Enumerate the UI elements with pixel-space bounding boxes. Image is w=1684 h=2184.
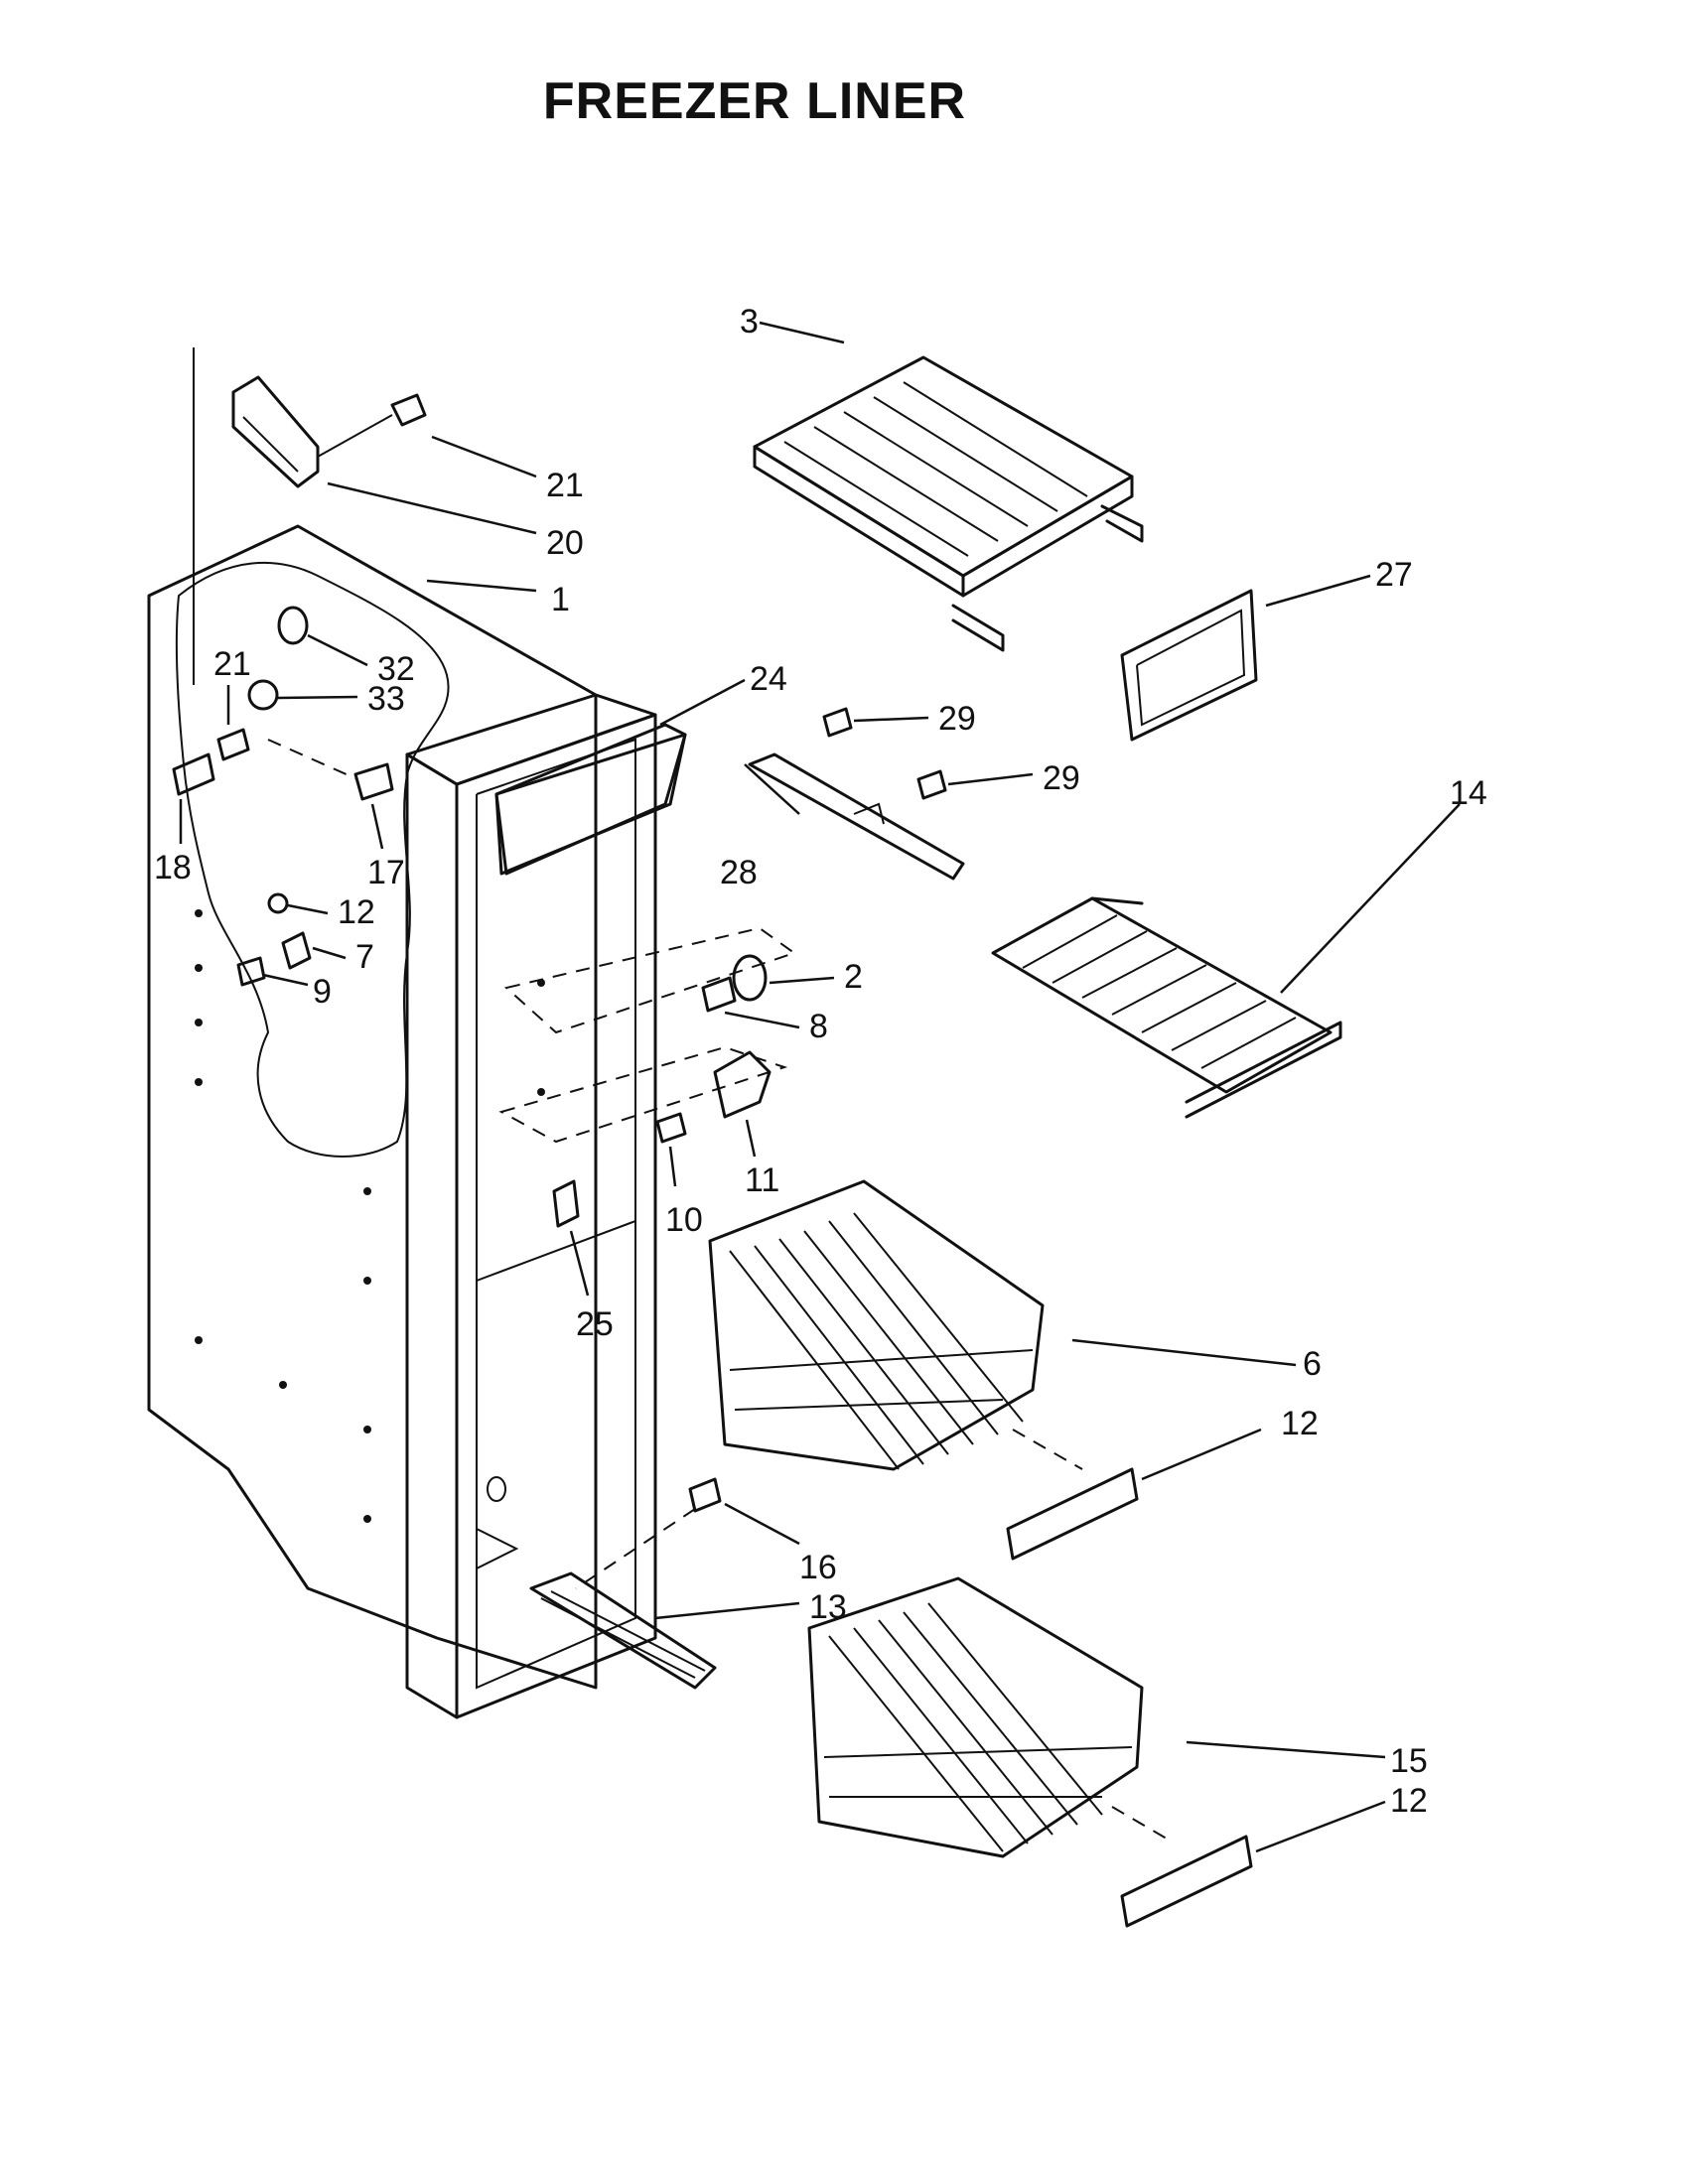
shelf-part-3 (753, 355, 1144, 652)
clip-part-18 (172, 752, 215, 796)
callout-3: 3 (740, 303, 759, 341)
callout-10: 12 (338, 893, 375, 931)
callout-15: 15 (1390, 1742, 1428, 1780)
callout-29-a: 29 (938, 700, 976, 738)
screw-part-10 (267, 892, 289, 914)
callout-18: 18 (154, 849, 192, 887)
housing-part-11 (713, 1050, 772, 1119)
freezer-liner-body (147, 524, 687, 1719)
callout-32: 32 (377, 650, 415, 688)
callout-28: 28 (720, 854, 758, 891)
callout-33: 33 (367, 680, 405, 718)
leader-lines (179, 321, 1461, 1853)
screw-part-16 (575, 1477, 722, 1589)
trim-part-24 (494, 723, 687, 876)
callout-12-lower: 12 (1390, 1782, 1428, 1820)
lamp-socket-part-32 (277, 606, 309, 645)
screw-part-21-lower (216, 728, 250, 761)
page-title: FREEZER LINER (542, 72, 967, 130)
screw-part-9-left (236, 956, 266, 987)
bracket-part-28 (748, 752, 965, 881)
callout-12-upper: 12 (1281, 1405, 1319, 1442)
grille-part-13 (529, 1571, 717, 1690)
connector-part-25 (552, 1179, 580, 1228)
callout-29-b: 29 (1043, 759, 1080, 797)
screw-part-8 (701, 976, 737, 1013)
basket-part-15 (807, 1576, 1173, 1858)
dashed-panel-a (503, 926, 797, 1034)
callout-labels: 21 20 1 3 27 24 29 29 14 32 33 21 18 17 … (154, 303, 1487, 1820)
callout-14: 14 (1450, 774, 1487, 812)
bracket-part-20 (231, 375, 320, 488)
cover-part-27 (1120, 589, 1258, 742)
callout-8: 8 (809, 1008, 828, 1045)
callout-9-left: 9 (313, 973, 332, 1011)
screw-part-21-top (317, 393, 427, 458)
basket-part-6 (708, 1179, 1083, 1471)
callout-21-top: 21 (546, 467, 584, 504)
bulb-part-33 (247, 679, 279, 711)
callout-2: 2 (844, 958, 863, 996)
clip-part-12-upper (1006, 1467, 1139, 1561)
callout-13: 13 (809, 1588, 847, 1626)
callout-24: 24 (750, 660, 787, 698)
knob-part-2 (732, 954, 768, 1002)
callout-20: 20 (546, 524, 584, 562)
screw-part-29-a (822, 707, 853, 738)
switch-part-7 (281, 931, 312, 970)
dashed-panel-b (498, 1045, 788, 1144)
clip-part-12-lower (1120, 1835, 1253, 1928)
callout-17: 17 (367, 854, 405, 891)
callout-11: 11 (745, 1161, 779, 1199)
callout-7: 7 (355, 938, 374, 976)
callout-6: 6 (1303, 1345, 1322, 1383)
callout-9-right: 10 (665, 1201, 703, 1239)
callout-1: 1 (551, 581, 570, 618)
callout-21-lower: 21 (213, 645, 251, 683)
callout-16: 16 (799, 1549, 837, 1586)
wire-shelf-part-14 (991, 896, 1342, 1119)
callout-25: 25 (576, 1305, 614, 1343)
screw-part-9-right (655, 1112, 687, 1144)
switch-part-17 (267, 739, 394, 801)
screw-part-29-b (916, 769, 947, 800)
callout-27: 27 (1375, 556, 1413, 594)
